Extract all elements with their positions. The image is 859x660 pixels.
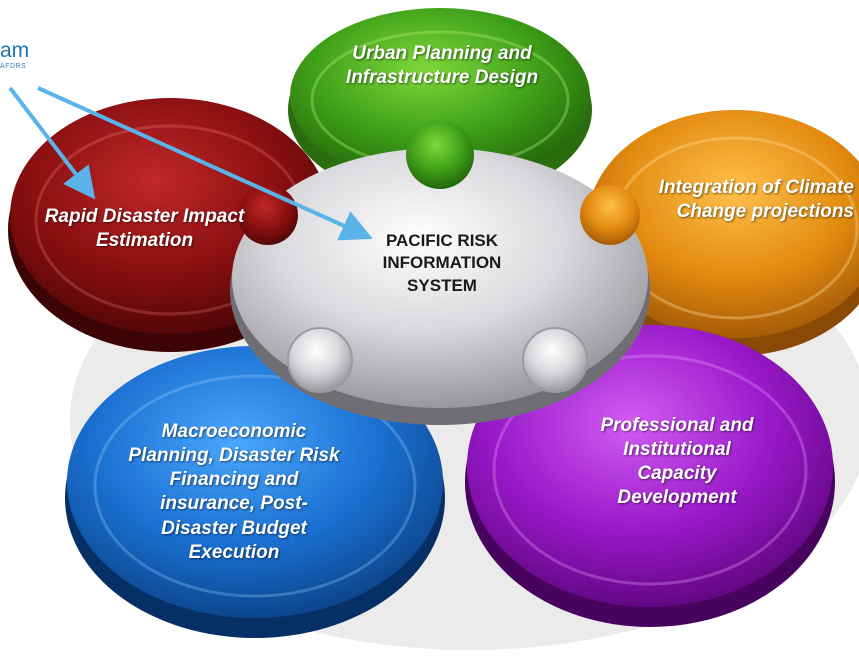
label-climate-change: Integration of Climate Change projection… xyxy=(624,176,854,224)
arrow-to-rapid-disaster xyxy=(8,86,96,200)
label-rapid-disaster: Rapid Disaster Impact Estimation xyxy=(22,205,267,253)
label-macro-line-3: Financing and xyxy=(169,469,299,491)
pointer-arrows xyxy=(8,86,373,241)
corner-subtitle-fragment: AFDRS xyxy=(0,63,27,70)
label-professional-line-2: Institutional xyxy=(623,439,731,461)
label-center-system: PACIFIC RISK INFORMATION SYSTEM xyxy=(352,230,532,297)
label-climate-line-1: Integration of Climate xyxy=(658,177,854,198)
petal-climate-change xyxy=(585,110,859,356)
label-urban-planning: Urban Planning and Infrastructure Design xyxy=(322,42,562,90)
label-climate-line-2: Change projections xyxy=(676,201,854,223)
label-professional-capacity: Professional and Institutional Capacity … xyxy=(562,414,792,511)
center-line-3: SYSTEM xyxy=(407,275,477,295)
label-macroeconomic: Macroeconomic Planning, Disaster Risk Fi… xyxy=(104,420,364,565)
petal-professional-capacity xyxy=(465,325,835,627)
label-rapid-line-2: Estimation xyxy=(95,230,194,252)
label-macro-line-1: Macroeconomic xyxy=(161,421,307,442)
corner-title-fragment: am xyxy=(0,39,30,62)
label-urban-line-2: Infrastructure Design xyxy=(345,67,539,89)
label-professional-line-4: Development xyxy=(617,487,737,509)
center-line-2: INFORMATION xyxy=(382,253,502,273)
center-line-1: PACIFIC RISK xyxy=(385,231,499,250)
arrow-to-center xyxy=(37,86,373,241)
label-professional-line-3: Capacity xyxy=(637,463,717,485)
label-macro-line-2: Planning, Disaster Risk xyxy=(128,445,340,467)
label-urban-line-1: Urban Planning and xyxy=(352,43,532,64)
petal-macroeconomic xyxy=(65,346,445,638)
label-professional-line-1: Professional and xyxy=(600,415,754,436)
label-rapid-line-1: Rapid Disaster Impact xyxy=(44,206,245,227)
label-macro-line-6: Execution xyxy=(188,541,280,563)
label-macro-line-5: Disaster Budget xyxy=(161,517,307,539)
label-macro-line-4: insurance, Post- xyxy=(160,493,308,515)
petal-urban-planning xyxy=(288,8,592,202)
